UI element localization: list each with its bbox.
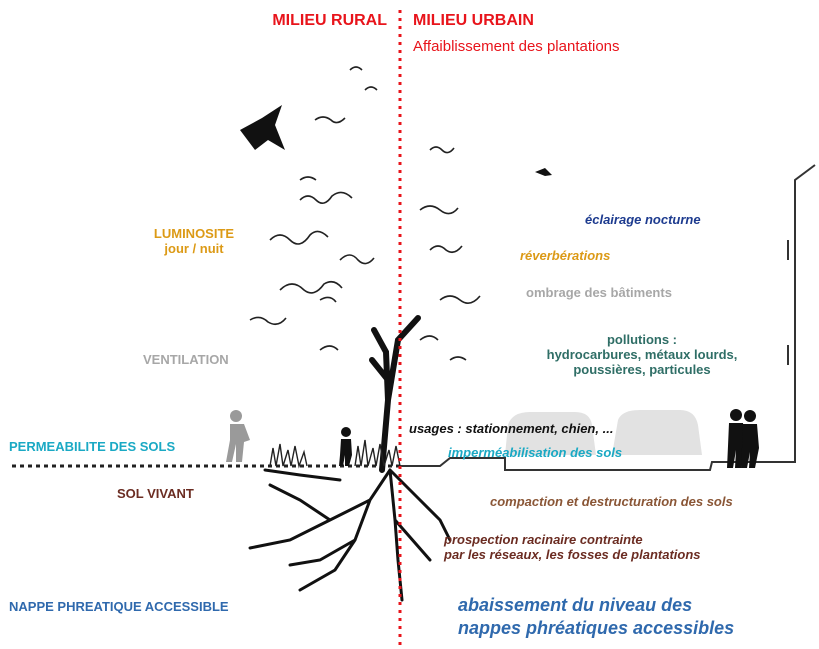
label-milieu-rural: MILIEU RURAL bbox=[272, 12, 387, 29]
label-reverberations: réverbérations bbox=[520, 248, 611, 263]
person-walking-grey bbox=[226, 410, 250, 462]
label-luminosite-title: LUMINOSITE bbox=[153, 226, 235, 241]
label-prospection-line2: par les réseaux, les fosses de plantatio… bbox=[444, 546, 701, 562]
label-jour-nuit: jour / nuit bbox=[164, 240, 224, 256]
label-abaissement-line1: abaissement du niveau des bbox=[458, 595, 693, 615]
subtitle-affaiblissement: Affaiblissement des plantations bbox=[413, 38, 620, 55]
label-permeabilite: PERMEABILITE DES SOLS bbox=[9, 439, 176, 454]
grass bbox=[269, 439, 401, 469]
label-abaissement: abaissement du niveau des nappes phréati… bbox=[458, 594, 734, 639]
label-pollutions-line2: poussières, particules bbox=[573, 361, 711, 377]
label-impermeabilisation: imperméabilisation des sols bbox=[448, 445, 623, 460]
label-usages: usages : stationnement, chien, ... bbox=[409, 421, 614, 436]
label-compaction: compaction et destructuration des sols bbox=[490, 494, 733, 509]
couple-walking bbox=[727, 409, 759, 468]
label-pollutions: pollutions : hydrocarbures, métaux lourd… bbox=[524, 332, 760, 378]
label-ombrage: ombrage des bâtiments bbox=[526, 285, 672, 300]
label-abaissement-line2: nappes phréatiques accessibles bbox=[458, 617, 735, 638]
label-ventilation: VENTILATION bbox=[143, 352, 229, 367]
label-nappe-accessible: NAPPE PHREATIQUE ACCESSIBLE bbox=[9, 599, 229, 614]
label-pollutions-title: pollutions : bbox=[606, 332, 678, 347]
tree-trunk bbox=[369, 315, 421, 473]
label-milieu-urbain: MILIEU URBAIN bbox=[413, 12, 534, 29]
tree-foliage bbox=[249, 66, 481, 361]
label-pollutions-line1: hydrocarbures, métaux lourds, bbox=[546, 346, 738, 362]
label-prospection-line1: prospection racinaire contrainte bbox=[444, 532, 643, 547]
bird-large bbox=[240, 105, 285, 150]
car-silhouette-2 bbox=[612, 410, 702, 455]
person-child bbox=[339, 427, 352, 466]
tree-roots bbox=[248, 468, 452, 602]
car-silhouette-1 bbox=[505, 412, 596, 455]
label-luminosite: LUMINOSITE jour / nuit bbox=[134, 226, 254, 257]
bird-small bbox=[535, 168, 552, 176]
label-sol-vivant: SOL VIVANT bbox=[117, 486, 194, 501]
label-prospection: prospection racinaire contrainte par les… bbox=[444, 532, 701, 563]
label-eclairage: éclairage nocturne bbox=[585, 212, 701, 227]
building-outline bbox=[400, 164, 816, 471]
